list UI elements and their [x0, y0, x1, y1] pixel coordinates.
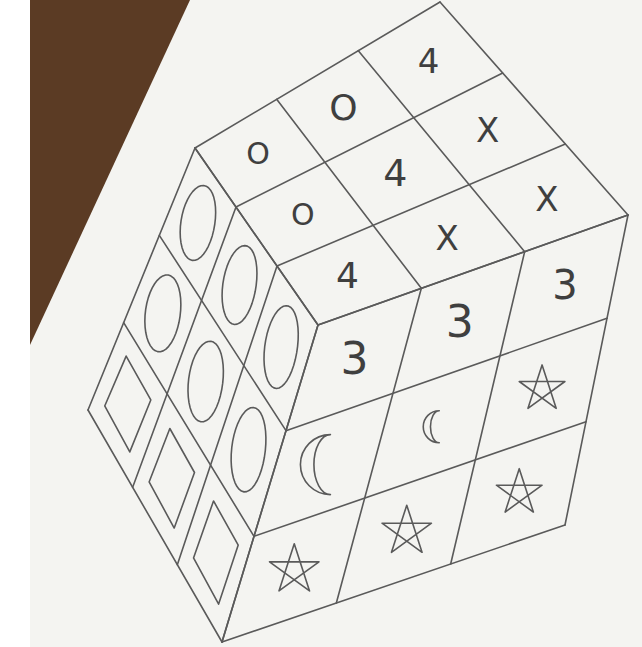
star-symbol	[519, 365, 565, 408]
grid-line	[88, 410, 222, 642]
grid-line	[440, 2, 628, 215]
grid-line	[177, 266, 277, 565]
cell-label: 3	[552, 265, 577, 305]
grid-line	[133, 207, 236, 487]
photo-margin	[0, 0, 30, 647]
grid-line	[195, 2, 440, 148]
cell-label: 4	[336, 258, 359, 294]
cell-label: 3	[446, 300, 474, 344]
grid-line	[222, 325, 318, 642]
square-symbol	[105, 356, 151, 452]
grid-line	[277, 144, 565, 266]
circle-symbol	[180, 186, 216, 261]
grid-line	[336, 288, 421, 603]
cell-label: 4	[383, 154, 407, 192]
star-symbol	[270, 544, 319, 591]
circle-symbol	[188, 341, 223, 421]
circle-symbol	[264, 306, 298, 389]
moon-symbol	[423, 411, 439, 443]
cell-label: O	[291, 200, 315, 230]
cell-label: 3	[341, 337, 369, 381]
cell-label: O	[246, 139, 270, 169]
table-corner	[30, 0, 190, 345]
star-symbol	[382, 505, 431, 552]
cell-label: 4	[418, 44, 440, 78]
grid-line	[222, 325, 318, 642]
cell-label: O	[329, 90, 357, 126]
square-symbol	[194, 501, 239, 604]
circle-symbol	[222, 246, 257, 325]
cell-label: X	[435, 221, 458, 255]
grid-line	[565, 215, 628, 525]
cell-label: X	[535, 182, 558, 216]
square-symbol	[149, 429, 194, 528]
circle-symbol	[231, 407, 266, 491]
grid-line	[195, 148, 318, 325]
grid-line	[254, 422, 586, 537]
star-symbol	[496, 469, 542, 512]
grid-line	[451, 252, 525, 564]
moon-symbol	[300, 435, 330, 495]
circle-symbol	[145, 275, 181, 352]
grid-line	[88, 148, 195, 410]
grid-line	[222, 525, 565, 642]
cell-label: X	[476, 113, 499, 147]
